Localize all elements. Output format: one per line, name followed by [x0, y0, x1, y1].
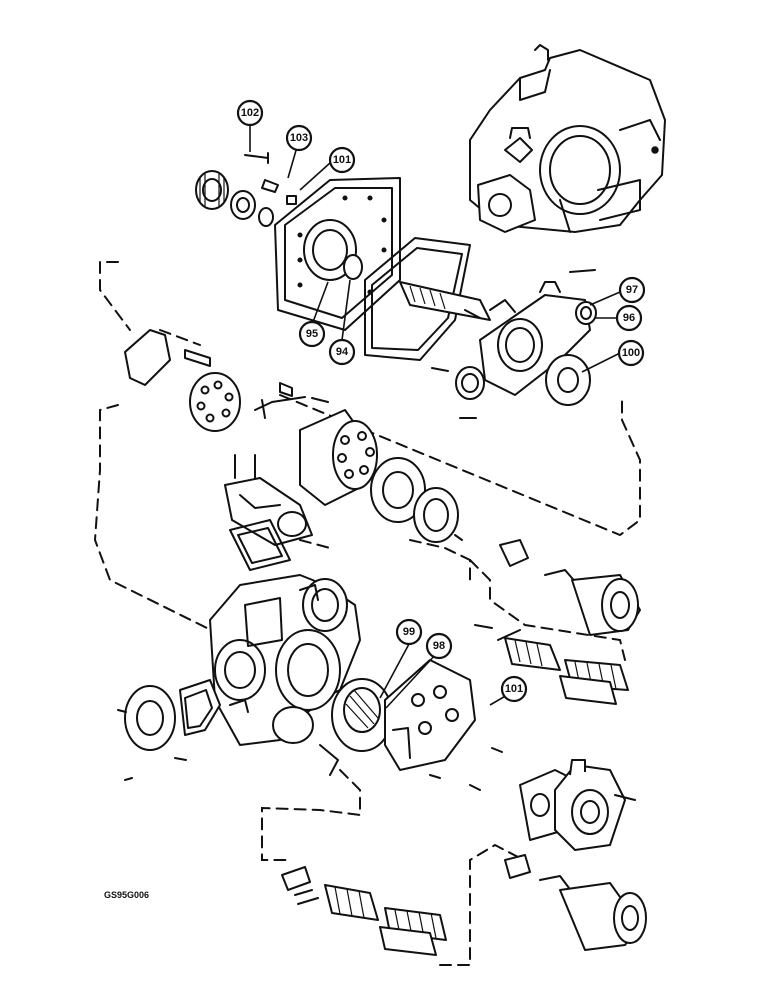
lower-servo-piston — [281, 854, 647, 956]
callout-99-label: 99 — [403, 626, 415, 638]
lower-group-boundary — [261, 769, 361, 861]
callout-99: 99 — [395, 618, 423, 646]
callout-101-bottom: 101 — [500, 675, 528, 703]
callout-94: 94 — [328, 338, 356, 366]
callout-97: 97 — [618, 276, 646, 304]
rotating-group — [299, 409, 463, 543]
callout-101-top-label: 101 — [333, 154, 351, 166]
adapter-plate — [274, 177, 401, 331]
charge-pump-cover — [331, 659, 503, 791]
callout-95: 95 — [298, 320, 326, 348]
group-boundaries — [93, 261, 641, 966]
compensator-pump — [519, 759, 636, 851]
callout-102: 102 — [236, 99, 264, 127]
callout-96: 96 — [615, 304, 643, 332]
upper-group-boundary — [99, 261, 641, 537]
callout-101-bottom-label: 101 — [505, 683, 523, 695]
callout-96-label: 96 — [623, 312, 635, 324]
callout-103: 103 — [285, 124, 313, 152]
spring-group-boundary — [469, 559, 626, 661]
leader-lines — [249, 121, 621, 709]
assembled-pump — [469, 44, 666, 233]
callout-95-label: 95 — [306, 328, 318, 340]
upper-servo-piston — [474, 539, 641, 705]
callout-100: 100 — [617, 339, 645, 367]
control-valve — [224, 454, 313, 571]
swashplate-housing — [431, 269, 597, 419]
gasket-and-shaft — [364, 237, 491, 361]
callout-97-label: 97 — [626, 284, 638, 296]
input-flange — [117, 679, 221, 781]
bottom-group-boundary — [439, 843, 521, 966]
middle-group-boundary — [93, 404, 471, 633]
callout-100-label: 100 — [622, 347, 640, 359]
callout-94-label: 94 — [336, 346, 349, 358]
callout-101-top: 101 — [328, 146, 356, 174]
front-seals — [195, 152, 297, 227]
callout-103-label: 103 — [290, 132, 308, 144]
callout-98-label: 98 — [433, 640, 445, 652]
main-housing — [209, 574, 361, 776]
callout-98: 98 — [425, 632, 453, 660]
figure-code: GS95G006 — [104, 890, 149, 900]
callout-102-label: 102 — [241, 107, 259, 119]
pintle-and-plate — [124, 329, 329, 432]
